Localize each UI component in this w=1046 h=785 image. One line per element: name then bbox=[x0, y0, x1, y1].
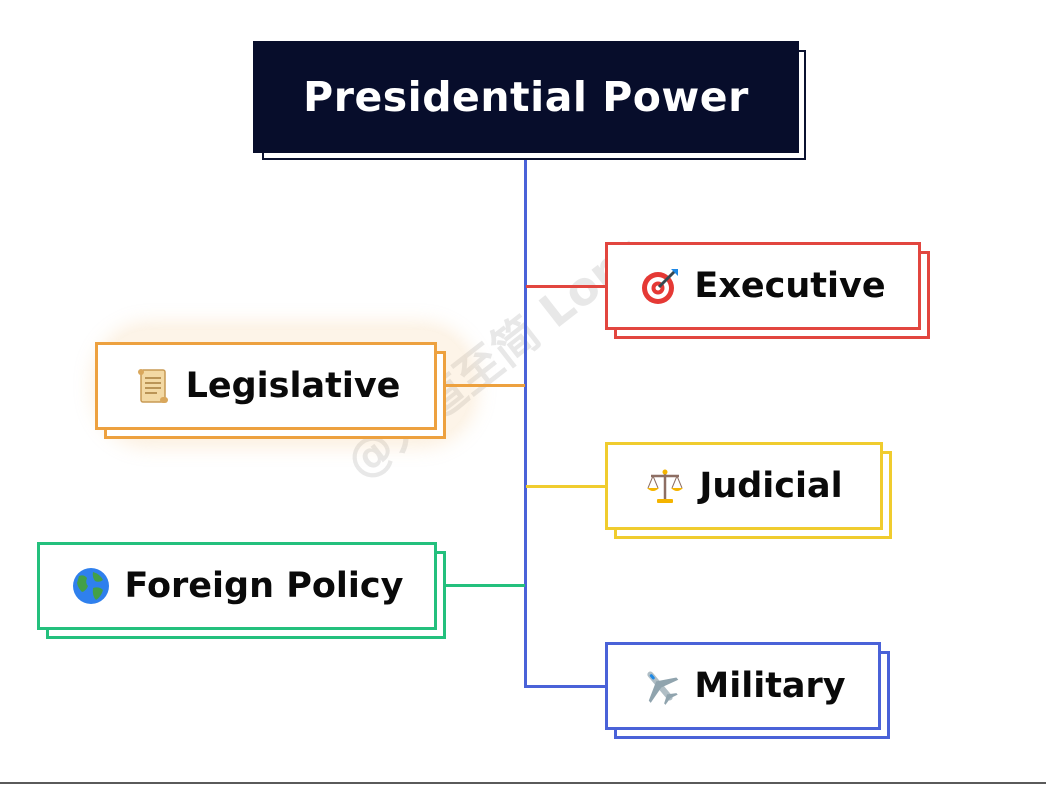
branch-executive bbox=[526, 285, 607, 288]
foreign-policy-label: Foreign Policy bbox=[124, 566, 404, 606]
scales-icon bbox=[645, 466, 685, 506]
bottom-divider bbox=[0, 782, 1046, 784]
target-dart-icon bbox=[640, 266, 680, 306]
branch-legislative bbox=[436, 384, 525, 387]
executive-card: Executive bbox=[605, 242, 921, 330]
scroll-icon bbox=[132, 366, 172, 406]
judicial-card: Judicial bbox=[605, 442, 883, 530]
legislative-card: Legislative bbox=[95, 342, 437, 430]
branch-foreign-policy bbox=[436, 584, 525, 587]
airplane-icon bbox=[640, 666, 680, 706]
page-title: Presidential Power bbox=[303, 73, 749, 121]
legislative-label: Legislative bbox=[185, 366, 401, 406]
judicial-label: Judicial bbox=[699, 466, 843, 506]
trunk-line bbox=[524, 160, 527, 688]
military-card: Military bbox=[605, 642, 881, 730]
military-label: Military bbox=[694, 666, 846, 706]
foreign-policy-card: Foreign Policy bbox=[37, 542, 437, 630]
title-box: Presidential Power bbox=[253, 41, 799, 153]
globe-icon bbox=[71, 566, 111, 606]
branch-military bbox=[526, 685, 607, 688]
executive-label: Executive bbox=[694, 266, 886, 306]
branch-judicial bbox=[526, 485, 607, 488]
